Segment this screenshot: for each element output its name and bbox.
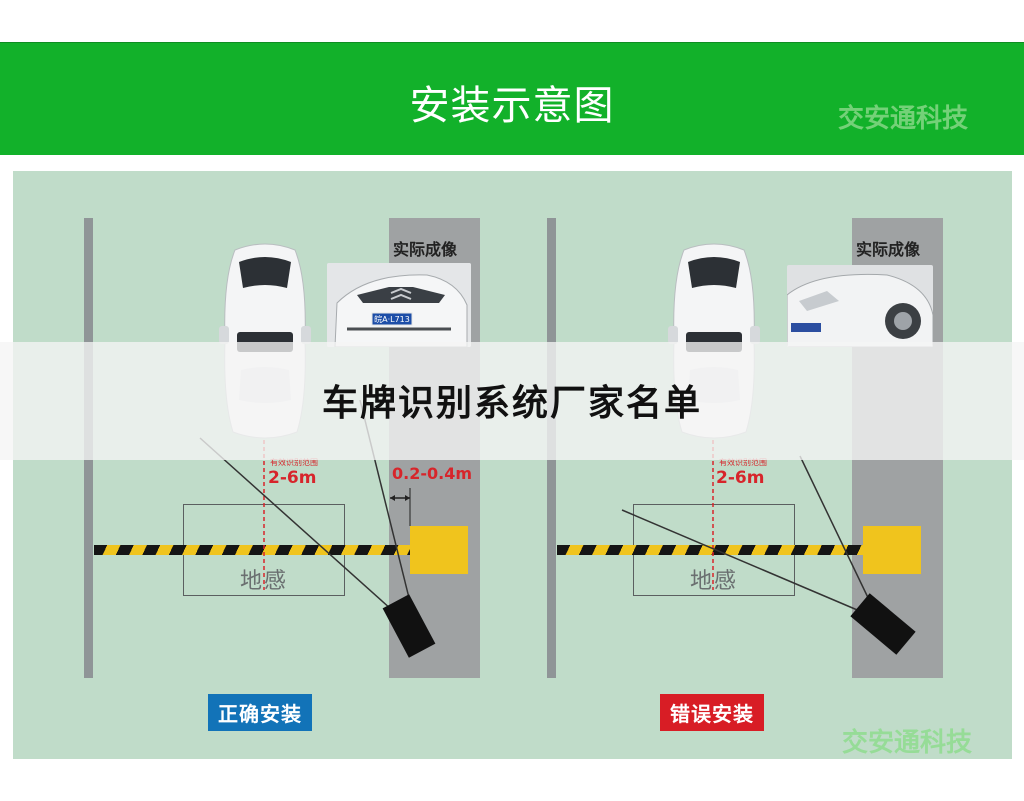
wrong-install-badge: 错误安装 [660,694,764,731]
diagram-title: 安装示意图 [409,83,615,129]
left-photo-label: 实际成像 [393,240,458,259]
title-overlay-band [0,342,1024,460]
right-photo-label: 实际成像 [856,240,921,259]
left-camera-icon [382,594,436,658]
overlay-title: 车牌识别系统厂家名单 [321,383,702,424]
watermark-bottom: 交安通科技 [842,728,973,758]
correct-install-badge: 正确安装 [208,694,312,731]
right-barrier-arm [557,545,865,555]
left-barrier-arm [94,545,412,555]
right-range-caption: 有效识别范围 [719,458,767,467]
left-range-caption: 有效识别范围 [270,458,318,467]
watermark-top: 交安通科技 [838,104,969,134]
left-barrier-gate [410,526,468,574]
right-car-front-image [787,265,933,347]
left-car-front-image: 皖A·L713 [327,263,471,347]
right-range-value: 2-6m [716,468,765,488]
right-barrier-gate [863,526,921,574]
header-bar: 安装示意图 [0,42,1024,155]
left-plate-text: 皖A·L713 [374,314,410,324]
left-plate-photo: 皖A·L713 [327,263,471,347]
left-loop-label: 地感 [239,569,288,594]
left-gap-value: 0.2-0.4m [392,464,472,483]
left-range-value: 2-6m [268,468,317,488]
right-plate-photo [787,265,933,347]
right-camera-icon [850,593,916,655]
